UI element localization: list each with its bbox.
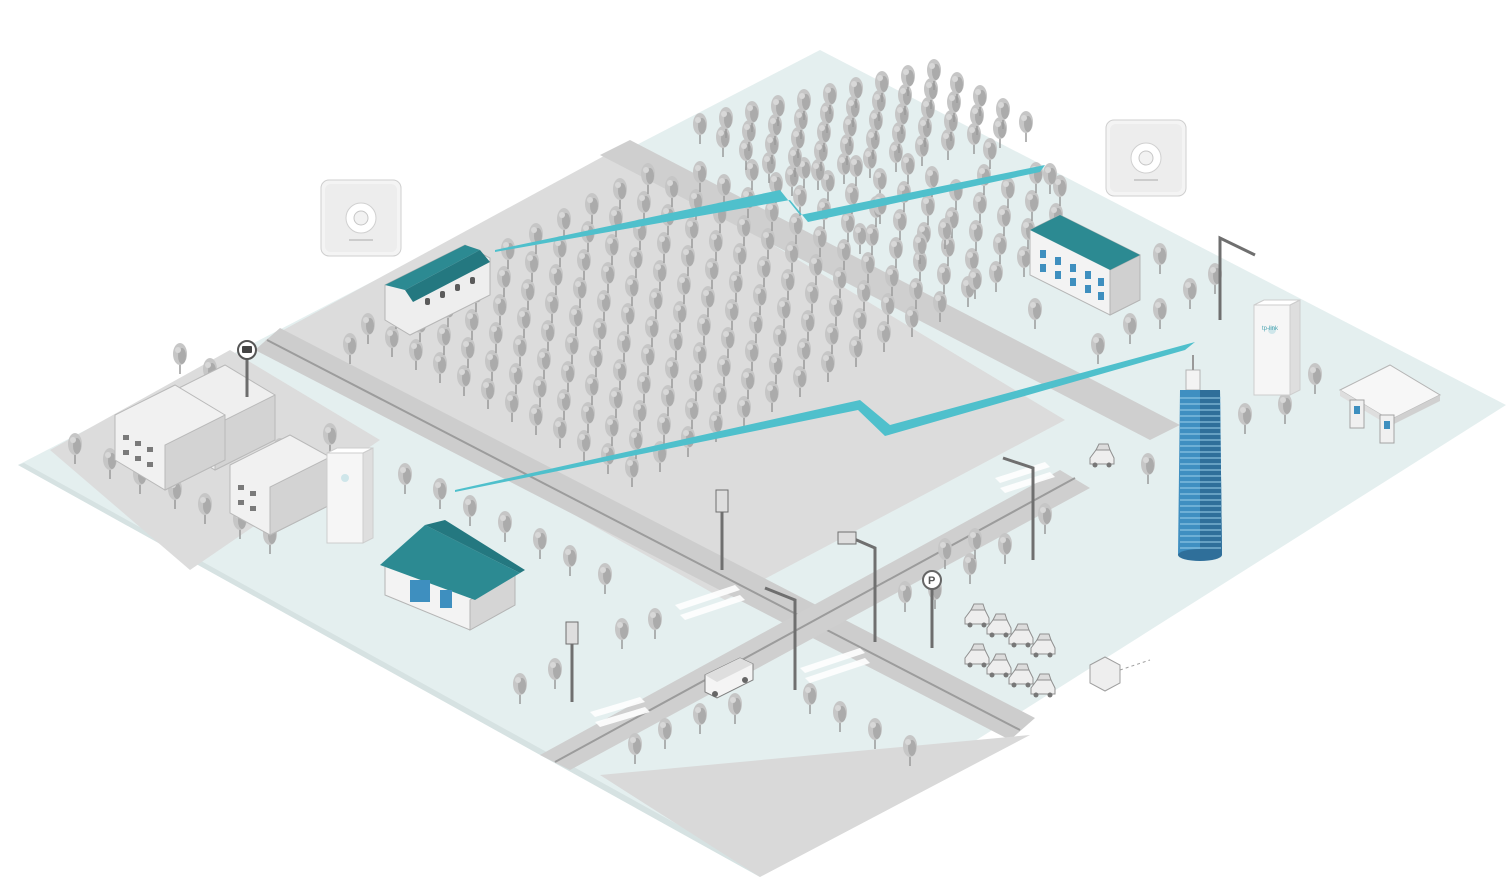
base-station-left	[326, 447, 374, 544]
parking-sign: P	[922, 570, 942, 648]
ground-edge	[18, 463, 760, 877]
outdoor-cpe-right	[1105, 119, 1187, 197]
outdoor-cpe-left	[320, 179, 402, 257]
teal-roof-house	[380, 520, 525, 631]
tree	[172, 342, 188, 375]
traffic-lights	[565, 489, 857, 645]
apartment-buildings	[114, 364, 331, 536]
crosswalk-stripes	[590, 462, 1055, 727]
road-top	[600, 140, 1180, 440]
office-building-right	[1029, 214, 1141, 316]
base-station-brand: tp-link	[1262, 326, 1279, 332]
parking-sign-letter: P	[928, 575, 935, 587]
bus	[704, 657, 754, 699]
bus-stop-sign	[237, 340, 257, 397]
gas-station	[1338, 364, 1442, 444]
tree	[1018, 110, 1034, 143]
base-station-right: tp-link	[1253, 299, 1301, 396]
glass-tower	[1178, 355, 1222, 561]
plaza-bottom	[600, 735, 1030, 877]
road-cross-line	[554, 477, 1076, 763]
parking-booth	[1089, 656, 1151, 692]
road-center-line	[266, 339, 1021, 731]
warehouse-building	[384, 244, 491, 336]
